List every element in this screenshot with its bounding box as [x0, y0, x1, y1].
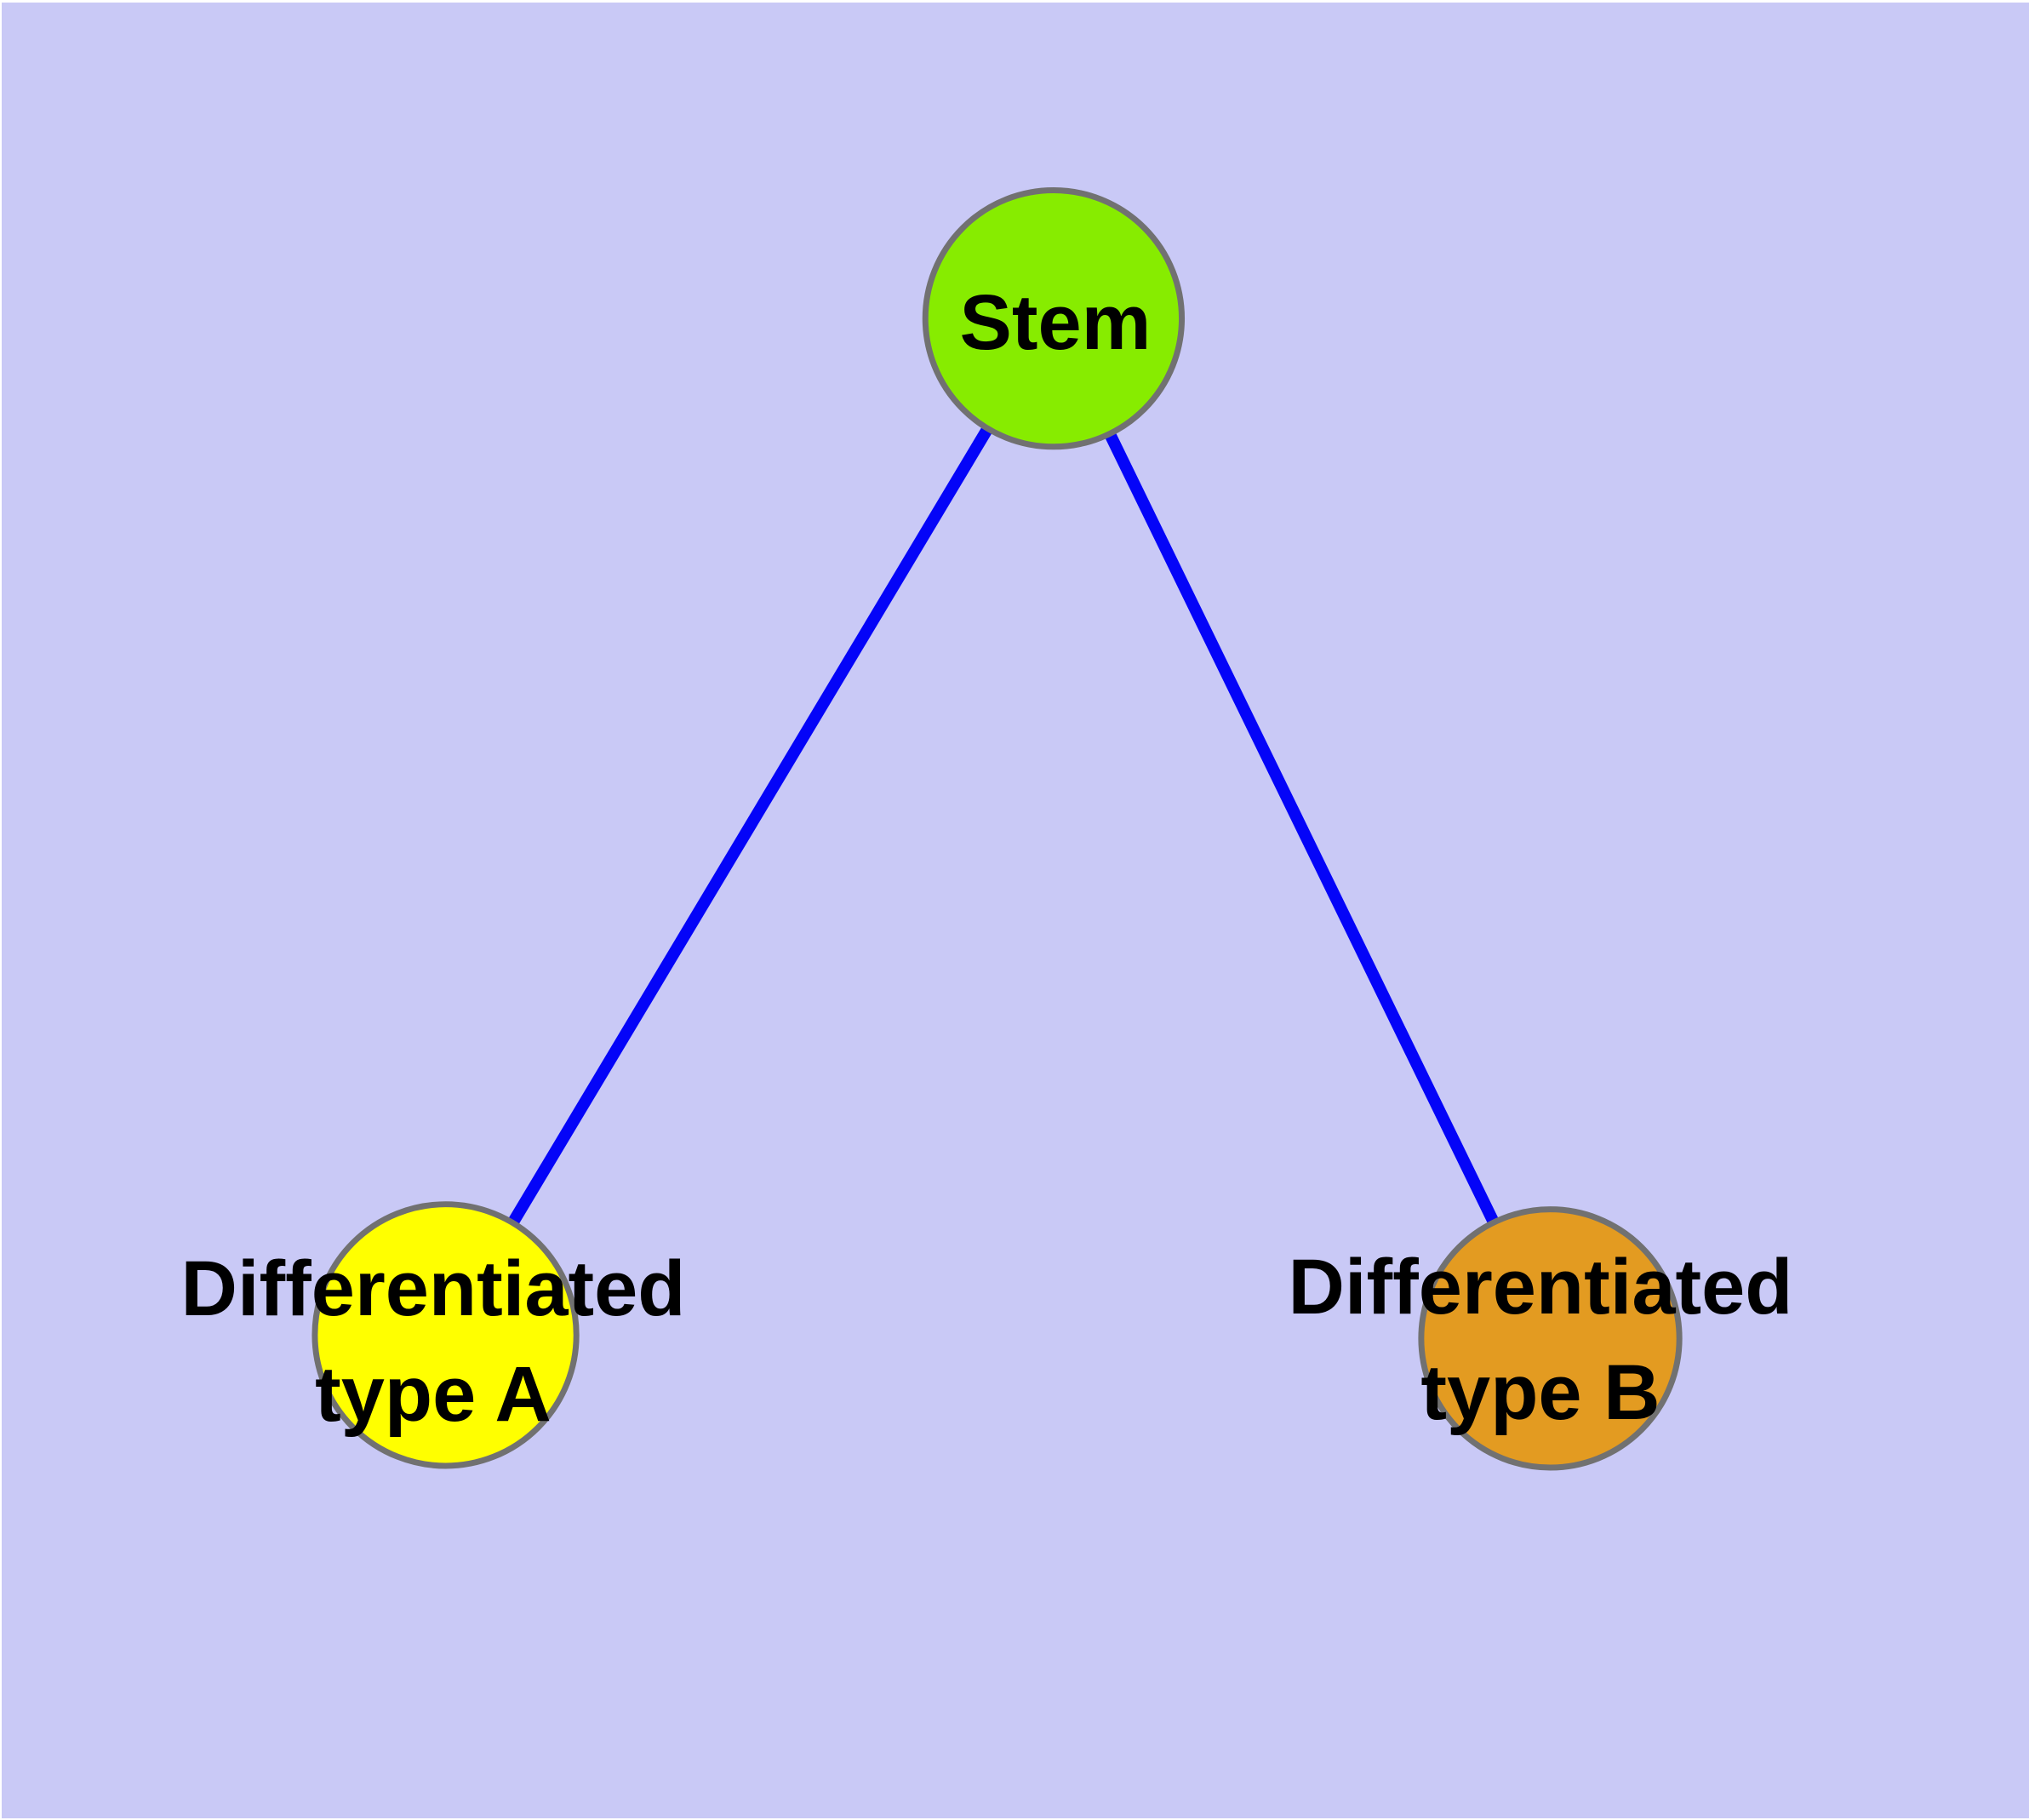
stem-label-line-1: Stem	[959, 279, 1152, 366]
type-b-label-line-2: type B	[1420, 1349, 1660, 1436]
type-a-label-line-1: Differentiated	[180, 1245, 686, 1332]
differentiated-type-a-node-circle	[311, 1201, 580, 1469]
edge-stem-to-type-b	[1048, 316, 1556, 1342]
type-b-label-line-1: Differentiated	[1288, 1244, 1793, 1331]
stem-node-circle	[922, 186, 1186, 450]
differentiated-type-a-node-label: Differentiated type A	[181, 1236, 686, 1447]
type-a-label-line-2: type A	[315, 1351, 552, 1438]
cell-differentiation-diagram	[311, 186, 1683, 1471]
differentiated-type-b-node-label: Differentiated type B	[1289, 1234, 1793, 1445]
stem-node-label: Stem	[960, 270, 1152, 375]
edge-stem-to-type-a	[440, 315, 1059, 1338]
differentiated-type-b-node-circle	[1418, 1206, 1683, 1471]
